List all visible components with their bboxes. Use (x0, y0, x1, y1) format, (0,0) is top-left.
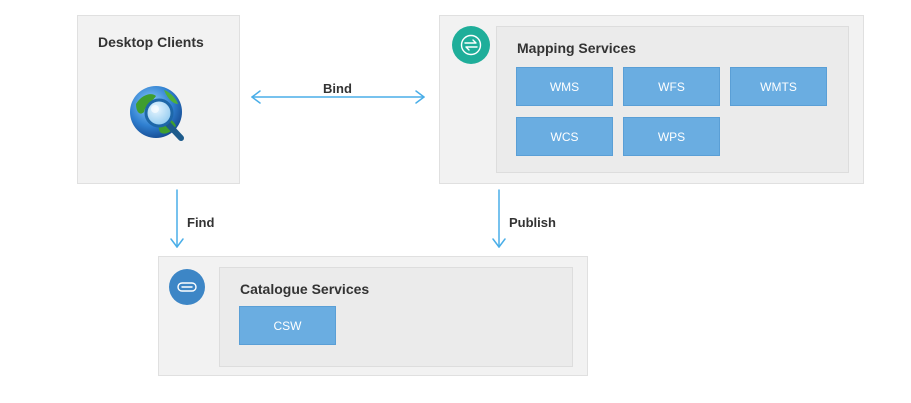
find-arrow (170, 189, 184, 248)
mapping-services-panel: Mapping Services WMS WFS WMTS WCS WPS (439, 15, 864, 184)
find-label: Find (187, 215, 215, 230)
catalogue-services-panel: Catalogue Services CSW (158, 256, 588, 376)
desktop-clients-panel: Desktop Clients (77, 15, 240, 184)
desktop-clients-title: Desktop Clients (98, 34, 204, 50)
service-wcs: WCS (516, 117, 613, 156)
publish-arrow (492, 189, 506, 248)
globe-magnifier-icon (130, 86, 184, 141)
paperclip-icon (169, 269, 205, 305)
swap-arrows-icon (452, 26, 490, 64)
service-wps: WPS (623, 117, 720, 156)
service-wms: WMS (516, 67, 613, 106)
mapping-services-title: Mapping Services (517, 40, 637, 56)
catalogue-services-group: Catalogue Services CSW (219, 267, 573, 367)
bind-label: Bind (323, 81, 352, 96)
catalogue-services-title: Catalogue Services (240, 281, 370, 297)
service-wmts: WMTS (730, 67, 827, 106)
publish-label: Publish (509, 215, 556, 230)
mapping-services-group: Mapping Services WMS WFS WMTS WCS WPS (496, 26, 849, 173)
service-csw: CSW (239, 306, 336, 345)
service-wfs: WFS (623, 67, 720, 106)
